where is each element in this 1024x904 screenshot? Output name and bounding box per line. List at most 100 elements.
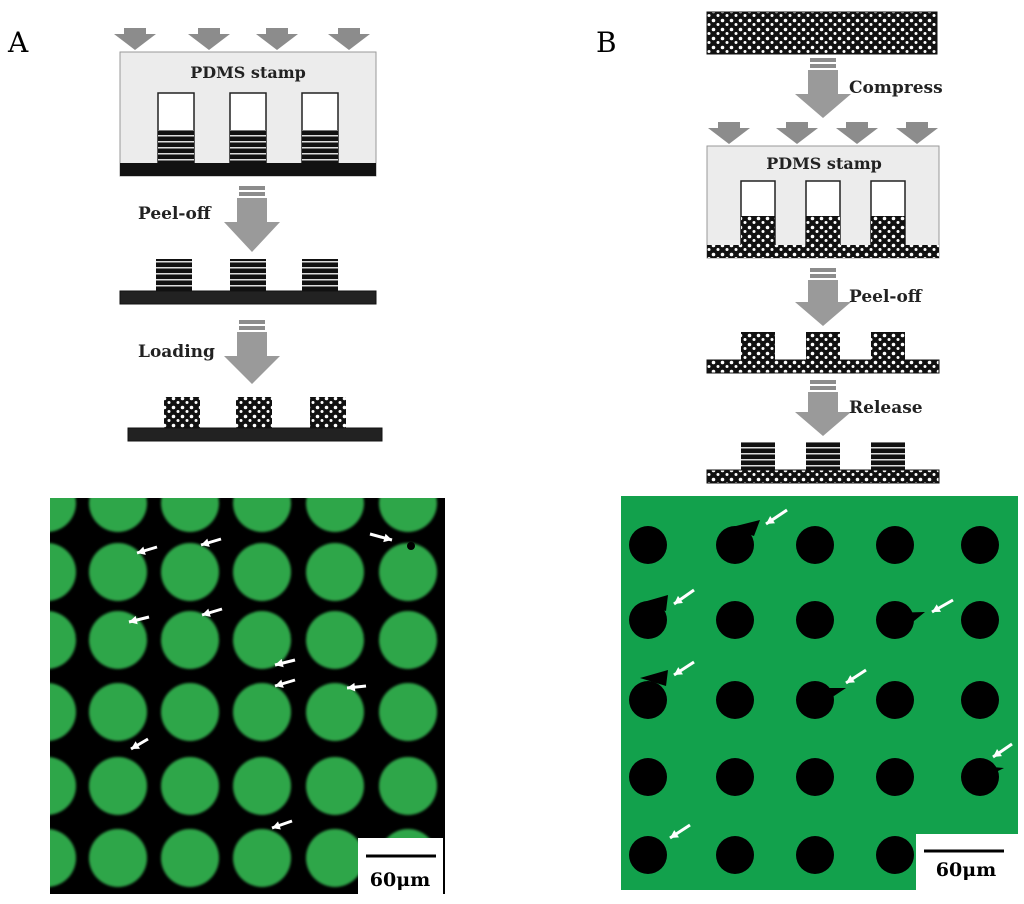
- micrograph-a-well: [50, 683, 76, 741]
- micrograph-b-features: [629, 520, 1004, 874]
- pointer-arrow-icon: [346, 682, 367, 692]
- micrograph-a-well: [89, 543, 147, 601]
- press-arrow-icon: [114, 28, 370, 50]
- pointer-arrow-icon: [673, 588, 695, 606]
- particle-sheet-b: [706, 11, 938, 55]
- scale-bar-box-b: [916, 834, 1018, 890]
- micrograph-a-well: [89, 683, 147, 741]
- scale-label-a: 60μm: [370, 869, 430, 891]
- micrograph-a-well: [161, 611, 219, 669]
- pointer-arrow-icon: [128, 615, 150, 625]
- micrograph-a-well: [89, 611, 147, 669]
- pointer-arrow-icon: [765, 508, 788, 526]
- micrograph-a-well: [233, 611, 291, 669]
- panel-a-letter: A: [7, 26, 29, 59]
- micrograph-a-well: [50, 757, 76, 815]
- pointer-arrow-icon: [130, 737, 149, 751]
- micrograph-a-well: [306, 498, 364, 532]
- micrograph-a-well: [379, 498, 437, 532]
- panel-b: B Compress PDMS stamp: [596, 11, 1018, 890]
- micrograph-b-well: [716, 758, 754, 796]
- micrograph-b-well: [629, 681, 667, 719]
- micrograph-a-well: [233, 757, 291, 815]
- micrograph-a-well: [306, 611, 364, 669]
- micrograph-a: 60μm: [50, 498, 445, 894]
- scale-label-b: 60μm: [936, 859, 996, 881]
- released-structure-b: [706, 442, 940, 484]
- pointer-arrow-icon: [271, 819, 293, 830]
- micrograph-b-well: [876, 681, 914, 719]
- micrograph-b-well: [876, 601, 914, 639]
- micrograph-b-well: [796, 836, 834, 874]
- micrograph-a-well: [161, 543, 219, 601]
- pdms-stamp-b: PDMS stamp: [706, 145, 940, 259]
- micrograph-a-well: [233, 543, 291, 601]
- step-loading-a: Loading: [138, 342, 215, 362]
- micrograph-a-well: [50, 498, 76, 532]
- micrograph-a-well: [50, 543, 76, 601]
- micrograph-b-well: [961, 681, 999, 719]
- micrograph-a-well: [50, 829, 76, 887]
- micrograph-b-well: [716, 836, 754, 874]
- micrograph-b-well: [961, 758, 999, 796]
- process-arrow-icon: [795, 268, 851, 326]
- micrograph-a-well: [50, 611, 76, 669]
- micrograph-a-well: [161, 683, 219, 741]
- micrograph-b-well: [876, 526, 914, 564]
- panel-b-letter: B: [596, 26, 617, 59]
- pointer-arrow-icon: [201, 607, 223, 617]
- micrograph-b-well: [961, 526, 999, 564]
- peeled-structure-b: [706, 332, 940, 374]
- step-peel-off-b: Peel-off: [849, 287, 923, 307]
- press-arrow-icon: [708, 122, 938, 144]
- micrograph-a-well: [306, 683, 364, 741]
- peeled-structure-a: [119, 259, 377, 305]
- pointer-arrow-icon: [200, 537, 222, 547]
- scale-bar-box-a: [358, 838, 443, 894]
- micrograph-b-well: [876, 836, 914, 874]
- micrograph-a-well: [161, 498, 219, 532]
- micrograph-a-well: [306, 757, 364, 815]
- micrograph-a-well: [161, 829, 219, 887]
- process-arrow-icon: [224, 320, 280, 384]
- micrograph-a-well: [233, 498, 291, 532]
- micrograph-a-well: [233, 829, 291, 887]
- micrograph-a-arrows: [128, 532, 415, 830]
- micrograph-b-well: [796, 526, 834, 564]
- micrograph-a-well: [161, 757, 219, 815]
- pointer-arrow-icon: [845, 668, 867, 685]
- stamp-label-b: PDMS stamp: [766, 154, 882, 173]
- micrograph-b-well: [629, 601, 667, 639]
- pointer-arrow-icon: [992, 742, 1013, 759]
- stamp-label-a: PDMS stamp: [190, 63, 306, 82]
- micrograph-a-well: [89, 498, 147, 532]
- pointer-arrow-icon: [136, 545, 158, 555]
- micrograph-a-well: [379, 683, 437, 741]
- step-peel-off-a: Peel-off: [138, 204, 212, 224]
- micrograph-a-well: [89, 829, 147, 887]
- process-arrow-icon: [795, 380, 851, 436]
- micrograph-a-well: [306, 543, 364, 601]
- pointer-arrow-icon: [669, 823, 691, 840]
- micrograph-b-well: [961, 601, 999, 639]
- micrograph-a-well: [306, 829, 364, 887]
- panel-a: A PDMS stamp Peel-off: [7, 26, 445, 894]
- pointer-arrow-icon: [274, 658, 296, 668]
- micrograph-b-well: [629, 526, 667, 564]
- micrograph-b-arrows: [669, 508, 1013, 840]
- step-release-b: Release: [849, 398, 923, 418]
- micrograph-b-well: [796, 601, 834, 639]
- micrograph-a-well: [379, 611, 437, 669]
- micrograph-a-well: [89, 757, 147, 815]
- process-arrow-icon: [224, 186, 280, 252]
- process-arrow-icon: [795, 58, 851, 118]
- pointer-arrow-icon: [931, 598, 954, 614]
- pointer-arrow-icon: [673, 660, 695, 677]
- micrograph-a-well: [233, 683, 291, 741]
- step-compress-b: Compress: [849, 78, 943, 98]
- micrograph-b-well: [629, 836, 667, 874]
- micrograph-a-well: [379, 757, 437, 815]
- micrograph-b-well: [716, 681, 754, 719]
- micrograph-b-well: [629, 758, 667, 796]
